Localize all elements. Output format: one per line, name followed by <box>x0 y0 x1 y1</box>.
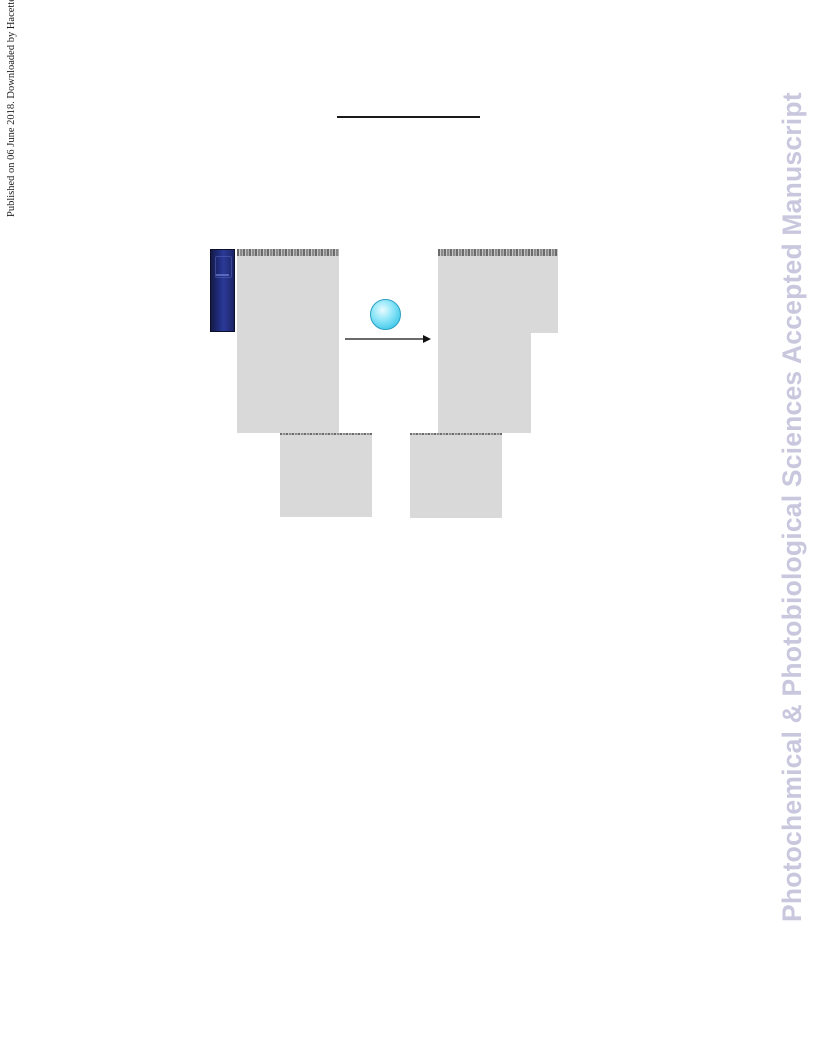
accepted-manuscript-watermark: Photochemical & Photobiological Sciences… <box>775 92 815 922</box>
watermark-text: Photochemical & Photobiological Sciences… <box>777 92 807 922</box>
blue-solution-vial-image <box>210 249 235 332</box>
image-artifact-strip <box>410 433 502 435</box>
reaction-arrow-icon <box>345 335 431 343</box>
lower-left-structure-image <box>280 433 372 517</box>
right-side-image <box>531 249 558 333</box>
header-rule <box>337 116 480 118</box>
publication-note: Published on 06 June 2018. Downloaded by… <box>2 0 26 637</box>
publication-note-text: Published on 06 June 2018. Downloaded by… <box>6 0 17 217</box>
image-artifact-strip <box>237 249 339 256</box>
image-artifact-strip <box>531 249 558 256</box>
image-artifact-strip <box>438 249 531 256</box>
light-sphere-icon <box>370 299 401 330</box>
image-artifact-strip <box>280 433 372 435</box>
lower-right-structure-image <box>410 433 502 518</box>
left-structure-image <box>237 249 339 433</box>
right-structure-image <box>438 249 531 433</box>
